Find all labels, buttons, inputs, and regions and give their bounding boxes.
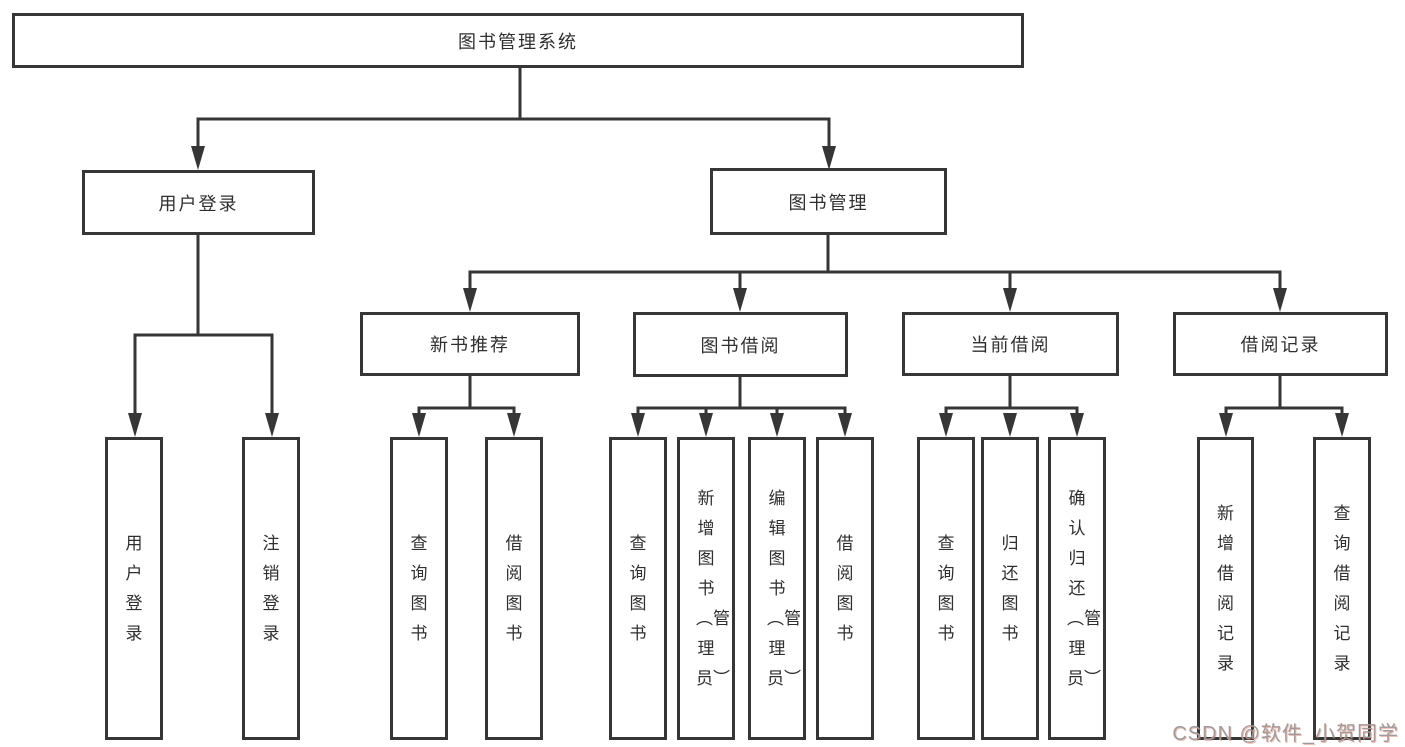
leaf-logout: 注销登录 <box>242 437 300 740</box>
node-label: 当前借阅 <box>970 335 1051 355</box>
arrowhead <box>191 146 205 170</box>
arrowhead <box>733 288 747 312</box>
arrowhead <box>412 413 426 437</box>
leaf-add-borrow-record: 新增借阅记录 <box>1197 437 1254 740</box>
connector-user-login <box>133 235 274 417</box>
leaf-label: 新增图书︵管理员︶ <box>695 488 730 688</box>
connector-book-borrow <box>636 377 847 417</box>
leaf-label: 新增借阅记录 <box>1216 503 1234 673</box>
node-system-root: 图书管理系统 <box>12 13 1024 68</box>
connector-book-mgmt <box>468 235 1282 292</box>
node-label: 图书借阅 <box>700 335 781 356</box>
node-label: 新书推荐 <box>430 335 510 355</box>
node-book-borrow: 图书借阅 <box>633 312 848 377</box>
leaf-label: 借阅图书 <box>836 533 854 643</box>
leaf-query-book-borrow: 查询图书 <box>609 437 667 740</box>
arrowhead <box>822 146 836 170</box>
leaf-label: 查询图书 <box>410 533 428 643</box>
arrowhead <box>1003 288 1017 312</box>
node-new-book-recommend: 新书推荐 <box>360 312 580 376</box>
node-borrow-records: 借阅记录 <box>1173 312 1388 376</box>
leaf-label: 借阅图书 <box>505 533 523 643</box>
node-label: 图书管理系统 <box>458 31 578 52</box>
leaf-query-book-recommend: 查询图书 <box>390 437 448 740</box>
arrowhead <box>507 413 521 437</box>
connector-root <box>196 68 831 150</box>
leaf-label: 确认归还︵管理员︶ <box>1066 488 1101 688</box>
leaf-user-login: 用户登录 <box>105 437 163 740</box>
arrowhead <box>1070 413 1084 437</box>
leaf-label: 归还图书 <box>1001 533 1019 643</box>
connector-borrow-records <box>1224 376 1344 417</box>
arrowhead <box>463 288 477 312</box>
leaf-confirm-return-admin: 确认归还︵管理员︶ <box>1048 437 1106 740</box>
leaf-return-book: 归还图书 <box>981 437 1039 740</box>
leaf-label: 查询图书 <box>629 533 647 643</box>
arrowhead <box>1003 413 1017 437</box>
node-current-borrow: 当前借阅 <box>902 312 1119 376</box>
arrowhead <box>128 413 142 437</box>
arrowhead <box>939 413 953 437</box>
node-book-management: 图书管理 <box>710 168 947 235</box>
leaf-query-book-current: 查询图书 <box>917 437 975 740</box>
arrowhead <box>770 413 784 437</box>
arrowhead <box>699 413 713 437</box>
node-user-login: 用户登录 <box>82 170 315 235</box>
leaf-borrow-book-recommend: 借阅图书 <box>485 437 543 740</box>
leaf-query-borrow-record: 查询借阅记录 <box>1313 437 1371 740</box>
arrowhead <box>631 413 645 437</box>
arrowhead <box>265 413 279 437</box>
arrowhead <box>838 413 852 437</box>
arrowhead <box>1219 413 1233 437</box>
leaf-label: 用户登录 <box>125 533 143 643</box>
leaf-label: 注销登录 <box>262 533 280 643</box>
node-label: 借阅记录 <box>1240 335 1321 355</box>
leaf-label: 查询借阅记录 <box>1333 503 1351 673</box>
leaf-edit-book-admin: 编辑图书︵管理员︶ <box>748 437 806 740</box>
node-label: 用户登录 <box>158 193 239 214</box>
arrowhead <box>1335 413 1349 437</box>
connector-current-borrow <box>944 376 1079 417</box>
csdn-watermark: CSDN @软件_小贺同学 <box>1172 723 1399 745</box>
leaf-add-book-admin: 新增图书︵管理员︶ <box>677 437 735 740</box>
leaf-label: 编辑图书︵管理员︶ <box>766 488 801 688</box>
leaf-borrow-book: 借阅图书 <box>816 437 874 740</box>
connector-new-book <box>417 376 516 417</box>
node-label: 图书管理 <box>788 192 869 213</box>
leaf-label: 查询图书 <box>937 533 955 643</box>
arrowhead <box>1273 288 1287 312</box>
